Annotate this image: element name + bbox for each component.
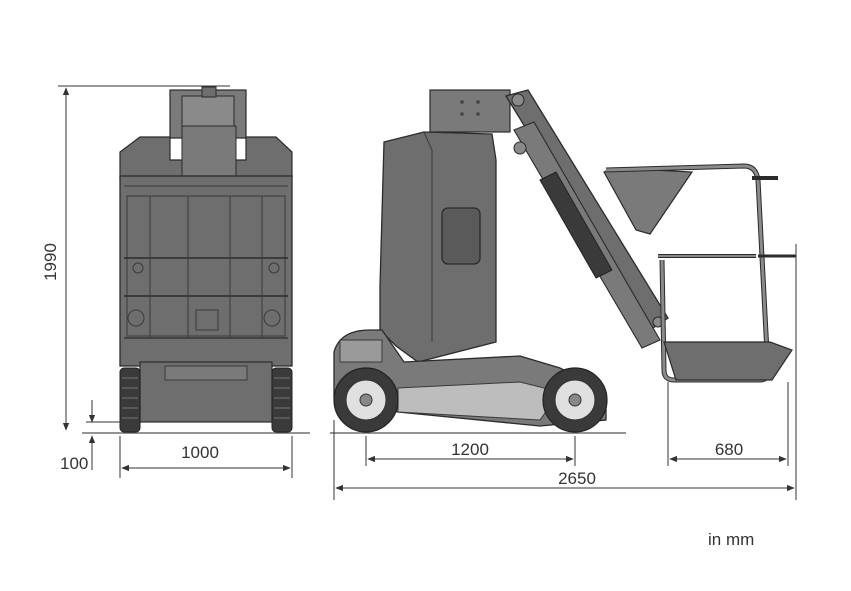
side-tower-body — [379, 131, 497, 363]
side-mast-head — [429, 89, 511, 133]
front-right-wheel — [271, 367, 293, 433]
ground-clearance-dimension-label: 100 — [60, 454, 88, 473]
side-front-wheel — [542, 367, 608, 433]
wheelbase-dimension-label: 1200 — [451, 440, 489, 459]
width-dimension-label: 1000 — [181, 443, 219, 462]
front-body — [119, 175, 293, 367]
dimension-lines — [58, 85, 797, 500]
platform-overhang-dimension-label: 680 — [715, 440, 743, 459]
overall-length-dimension-label: 2650 — [558, 469, 596, 488]
side-view — [330, 89, 796, 434]
platform-basket — [603, 163, 796, 383]
height-dimension-label: 1990 — [41, 243, 60, 281]
front-view — [82, 86, 310, 434]
unit-note: in mm — [708, 530, 755, 549]
front-left-wheel — [119, 367, 141, 433]
side-window — [441, 207, 481, 265]
side-rear-wheel — [333, 367, 399, 433]
